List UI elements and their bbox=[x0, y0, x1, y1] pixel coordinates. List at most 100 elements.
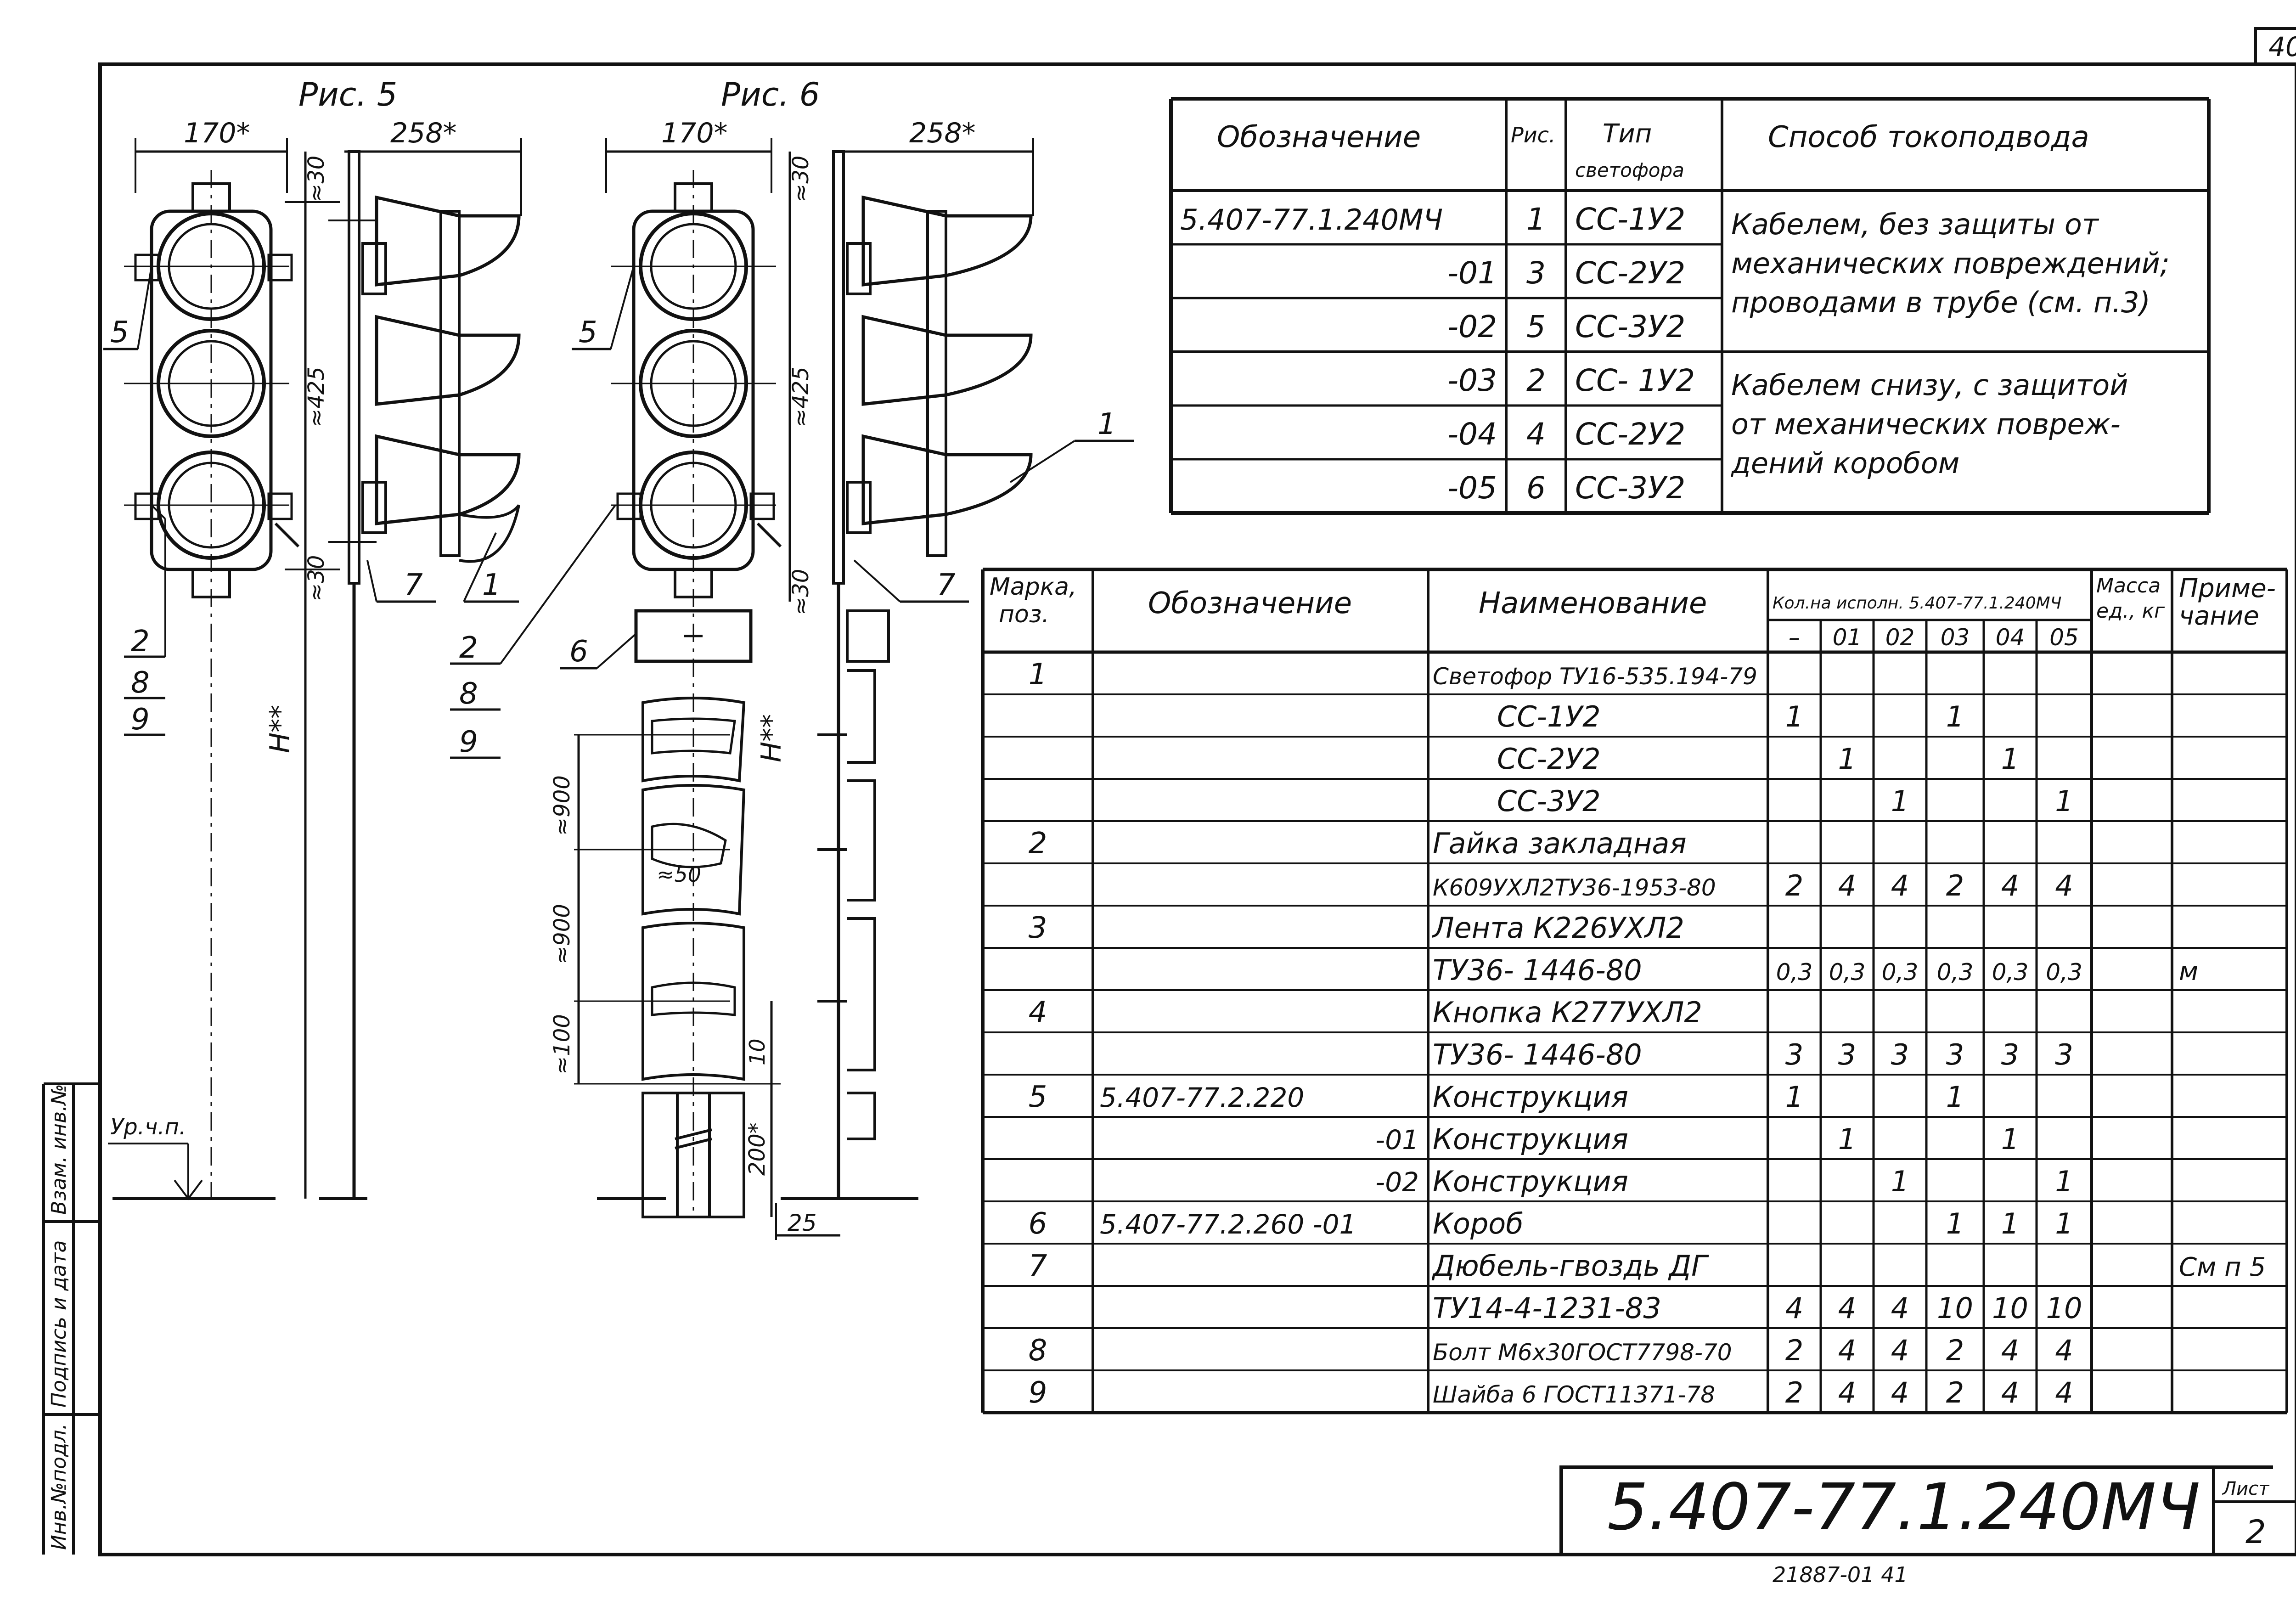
spec-row-qty: 2 bbox=[1785, 1334, 1803, 1367]
spec-row-name: Кнопка К277УХЛ2 bbox=[1433, 996, 1702, 1029]
sheet-code: 5.407-77.1.240МЧ bbox=[1607, 1470, 2200, 1545]
variants-method-1-line: механических повреждений; bbox=[1731, 247, 2170, 280]
variants-row-fig: 1 bbox=[1526, 202, 1546, 237]
spec-row-name: Лента К226УХЛ2 bbox=[1432, 911, 1684, 945]
sheet-number: 2 bbox=[2245, 1513, 2266, 1551]
spec-row-mark: 1 bbox=[1029, 658, 1047, 692]
archive-number: 21887-01 41 bbox=[1773, 1562, 1908, 1587]
fig6-dim-900b: ≈900 bbox=[549, 904, 575, 964]
ground-level-label: Ур.ч.п. bbox=[110, 1114, 186, 1140]
spec-row-note: м bbox=[2179, 957, 2198, 986]
spec-row-qty: 3 bbox=[1785, 1038, 1803, 1071]
spec-row-qty: 1 bbox=[1946, 1080, 1964, 1114]
variants-row-fig: 2 bbox=[1526, 363, 1546, 398]
title-block: 5.407-77.1.240МЧ Лист 2 21887-01 41 bbox=[1559, 1465, 2296, 1587]
variants-row-designation: -02 bbox=[1447, 309, 1497, 344]
spec-row-qty: 3 bbox=[2055, 1038, 2073, 1071]
fig5-dim-depth: 258* bbox=[390, 117, 457, 149]
fig6-title: Рис. 6 bbox=[721, 76, 820, 113]
spec-header-name: Наименование bbox=[1479, 586, 1707, 620]
fig6-dim-900a: ≈900 bbox=[549, 775, 575, 836]
fig5-callout-1: 1 bbox=[482, 568, 501, 602]
spec-row-qty: 1 bbox=[1785, 1080, 1803, 1114]
spec-row-name: СС-1У2 bbox=[1497, 700, 1601, 733]
sheet-label: Лист bbox=[2222, 1478, 2270, 1499]
figure-5: Рис. 5 170* 258* ≈30 ≈425 ≈30 bbox=[103, 76, 522, 1199]
fig6-dim-25: 25 bbox=[788, 1210, 817, 1236]
spec-row-qty: 0,3 bbox=[1882, 959, 1919, 986]
fig5-callout-7: 7 bbox=[404, 568, 423, 602]
spec-row-qty: 4 bbox=[1891, 1376, 1909, 1409]
spec-row-qty: 1 bbox=[1891, 784, 1909, 818]
spec-row-name: Болт М6х30ГОСТ7798-70 bbox=[1433, 1339, 1732, 1366]
fig6-dim-depth: 258* bbox=[909, 117, 976, 149]
fig6-dim-50: ≈50 bbox=[657, 862, 701, 887]
fig5-callout-9: 9 bbox=[131, 703, 150, 737]
spec-row-qty: 0,3 bbox=[1937, 959, 1974, 986]
variants-row-fig: 4 bbox=[1526, 417, 1546, 452]
spec-row-mark: 5 bbox=[1029, 1080, 1047, 1114]
spec-row-qty: 0,3 bbox=[1776, 959, 1813, 986]
spec-row-qty: 2 bbox=[1785, 1376, 1803, 1409]
spec-row-qty: 4 bbox=[2001, 869, 2019, 902]
spec-header-designation: Обозначение bbox=[1148, 586, 1352, 620]
spec-row-mark: 4 bbox=[1029, 996, 1047, 1030]
spec-row-name: ТУ36- 1446-80 bbox=[1433, 1038, 1642, 1071]
spec-row-qty: 10 bbox=[2046, 1291, 2082, 1325]
spec-row-qty: 1 bbox=[1838, 1122, 1856, 1156]
spec-row-qty: 4 bbox=[2055, 869, 2073, 902]
spec-row-qty: 4 bbox=[1838, 1376, 1856, 1409]
fig5-dim-width: 170* bbox=[184, 117, 250, 149]
stamp-replace-inv: Взам. инв.№ bbox=[47, 1084, 71, 1215]
variants-row-type: СС- 1У2 bbox=[1575, 363, 1695, 398]
spec-row-name: Конструкция bbox=[1433, 1122, 1628, 1156]
fig6-dim-200: 200* bbox=[744, 1122, 770, 1176]
fig6-callout-5: 5 bbox=[579, 315, 597, 349]
spec-row-qty: 0,3 bbox=[1829, 959, 1866, 986]
spec-header-mark-1: Марка, bbox=[990, 573, 1077, 601]
spec-row-qty: 0,3 bbox=[1992, 959, 2029, 986]
spec-row-name: Конструкция bbox=[1433, 1080, 1628, 1114]
spec-header-variant: 02 bbox=[1885, 624, 1915, 651]
spec-row-qty: 1 bbox=[2001, 1207, 2019, 1240]
spec-row-designation: -02 bbox=[1375, 1166, 1419, 1198]
spec-row-qty: 4 bbox=[2055, 1334, 2073, 1367]
spec-header-mark-2: поз. bbox=[999, 601, 1049, 628]
stamp-original-inv: Инв.№подл. bbox=[47, 1423, 71, 1550]
spec-row-qty: 3 bbox=[2001, 1038, 2019, 1071]
spec-row-qty: 3 bbox=[1946, 1038, 1964, 1071]
spec-row-qty: 1 bbox=[2001, 742, 2019, 776]
variants-method-1-line: Кабелем, без защиты от bbox=[1731, 208, 2099, 241]
spec-row-name: Светофор ТУ16-535.194-79 bbox=[1433, 663, 1757, 690]
fig5-callout-5: 5 bbox=[110, 315, 129, 349]
spec-row-qty: 4 bbox=[1891, 1334, 1909, 1367]
figure-6: Рис. 6 170* 258* ≈30 ≈425 ≈30 bbox=[450, 76, 1134, 1240]
variants-row-type: СС-3У2 bbox=[1575, 309, 1685, 344]
fig6-pole-height: H** bbox=[755, 714, 788, 762]
spec-header-mass-2: ед., кг bbox=[2096, 599, 2165, 623]
spec-row-qty: 1 bbox=[1946, 1207, 1964, 1240]
spec-header-note-1: Приме- bbox=[2179, 574, 2276, 603]
fig6-callout-2: 2 bbox=[459, 631, 478, 665]
spec-header-variant: 03 bbox=[1941, 624, 1970, 651]
fig5-callout-8: 8 bbox=[131, 666, 150, 700]
spec-row-qty: 3 bbox=[1838, 1038, 1856, 1071]
spec-header-variant: 05 bbox=[2049, 624, 2079, 651]
spec-row-qty: 4 bbox=[2001, 1334, 2019, 1367]
variants-header-fig: Рис. bbox=[1511, 123, 1556, 147]
ground-level: Ур.ч.п. bbox=[108, 1114, 367, 1200]
variants-row-fig: 5 bbox=[1526, 309, 1546, 344]
sheet-corner-number: 40 bbox=[2268, 31, 2296, 62]
stamp-signature-date: Подпись и дата bbox=[47, 1240, 71, 1408]
fig6-callout-8: 8 bbox=[459, 677, 478, 711]
spec-row-qty: 4 bbox=[1891, 1291, 1909, 1325]
spec-row-qty: 0,3 bbox=[2046, 959, 2082, 986]
variants-row-designation: -01 bbox=[1447, 255, 1497, 291]
spec-row-qty: 2 bbox=[1785, 869, 1803, 902]
spec-row-mark: 3 bbox=[1029, 911, 1047, 945]
spec-row-qty: 1 bbox=[1838, 742, 1856, 776]
spec-row-qty: 4 bbox=[1838, 1291, 1856, 1325]
